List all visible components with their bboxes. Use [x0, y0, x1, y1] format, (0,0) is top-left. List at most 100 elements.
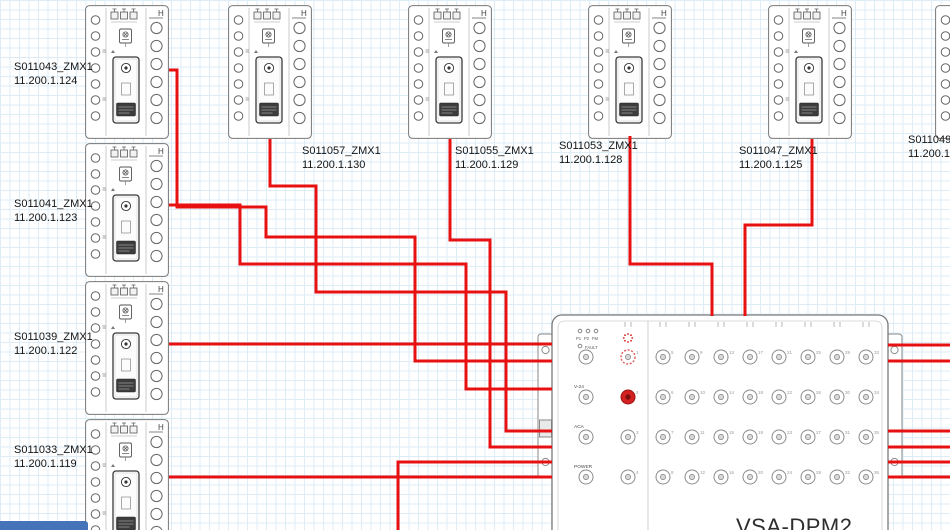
port-11: 11: [684, 429, 705, 445]
mounting-bracket-right: [886, 333, 903, 479]
svg-text:15: 15: [729, 430, 735, 435]
svg-text:32: 32: [845, 470, 851, 475]
port-36: 36: [858, 469, 880, 485]
port-30: 30: [829, 389, 851, 405]
port-21: 21: [771, 349, 793, 365]
led-p2: [585, 328, 591, 334]
svg-text:28: 28: [816, 470, 822, 475]
port-31: 31: [829, 429, 851, 445]
svg-text:19: 19: [758, 430, 764, 435]
device-label-s011043: S011043_ZMX1 11.200.1.124: [14, 61, 93, 88]
device-shape-s011041[interactable]: [85, 143, 169, 277]
cable-bottom-left[interactable]: [396, 460, 552, 530]
port-14: 14: [713, 389, 735, 405]
port-6: 6: [655, 389, 674, 405]
svg-text:35: 35: [874, 430, 880, 435]
port-34: 34: [858, 389, 880, 405]
svg-text:26: 26: [816, 390, 822, 395]
svg-text:29: 29: [845, 350, 851, 355]
port-24: 24: [771, 469, 793, 485]
port-number-ticks: [624, 322, 870, 327]
svg-text:27: 27: [816, 430, 822, 435]
svg-text:12: 12: [700, 470, 706, 475]
device-name: S011033_ZMX1: [14, 444, 93, 456]
device-ip: 11.200.1.130: [302, 158, 366, 171]
device-shape-s011039[interactable]: [85, 281, 169, 415]
device-name: S011049: [908, 134, 950, 146]
device-label-s011057: S011057_ZMX1 11.200.1.130: [302, 145, 381, 172]
svg-text:14: 14: [729, 390, 735, 395]
port-10: 10: [684, 389, 706, 405]
led-label-p2: P2: [584, 336, 590, 341]
port-32: 32: [829, 469, 851, 485]
device-shape-s011043[interactable]: [85, 5, 169, 139]
cable-s011043[interactable]: [169, 68, 552, 363]
mounting-bracket-left: [537, 333, 554, 479]
svg-text:8: 8: [671, 470, 674, 475]
svg-text:36: 36: [874, 470, 880, 475]
port-5: 5: [655, 349, 674, 365]
fault-indicator-icon: [622, 333, 634, 343]
device-shape-s011057[interactable]: [228, 5, 312, 139]
left-panel-connectors: V-24 ACA POWER: [574, 349, 594, 485]
device-shape-s011055[interactable]: [408, 5, 492, 139]
svg-text:23: 23: [787, 430, 793, 435]
port-4: 4: [620, 469, 639, 485]
port-9: 9: [684, 349, 703, 365]
port-grid: 5678910111213141516171819202122232425262…: [620, 349, 880, 485]
svg-text:5: 5: [671, 350, 674, 355]
central-device-shape[interactable]: P1 P2 FM FAULT V-24 ACA: [537, 314, 903, 530]
port-2: 2: [620, 389, 639, 405]
cable-s011055[interactable]: [448, 139, 552, 449]
status-led-cluster: P1 P2 FM FAULT: [576, 328, 599, 350]
svg-text:22: 22: [787, 390, 793, 395]
port-26: 26: [800, 389, 822, 405]
svg-text:31: 31: [845, 430, 851, 435]
device-ip: 11.200.1.128: [559, 153, 623, 166]
led-fm: [593, 328, 599, 334]
port-20: 20: [742, 469, 764, 485]
device-name: S011047_ZMX1: [739, 145, 818, 157]
central-device-body: [551, 314, 889, 530]
port-1: 1: [620, 349, 639, 365]
led-label-fm: FM: [592, 336, 599, 341]
device-label-s011039: S011039_ZMX1 11.200.1.122: [14, 331, 93, 358]
svg-text:2: 2: [636, 390, 639, 395]
port-17: 17: [742, 349, 764, 365]
port-16: 16: [713, 469, 735, 485]
svg-text:33: 33: [874, 350, 880, 355]
port-13: 13: [713, 349, 735, 365]
page-edge-artifact: [0, 521, 88, 530]
port-25: 25: [800, 349, 822, 365]
svg-text:25: 25: [816, 350, 822, 355]
central-device-inner-border: [557, 320, 883, 530]
svg-text:3: 3: [636, 430, 639, 435]
svg-text:17: 17: [758, 350, 764, 355]
device-ip: 11.200.1.119: [14, 457, 77, 470]
led-label-fault: FAULT: [585, 345, 598, 350]
device-name: S011053_ZMX1: [559, 140, 638, 152]
device-shape-s011033[interactable]: [85, 419, 169, 530]
svg-text:6: 6: [671, 390, 674, 395]
device-ip: 11.200.1.129: [455, 158, 519, 171]
svg-text:18: 18: [758, 390, 764, 395]
cable-s011057[interactable]: [268, 139, 552, 433]
port-7: 7: [655, 429, 674, 445]
cable-layer: [169, 68, 950, 530]
port-23: 23: [771, 429, 793, 445]
svg-text:11: 11: [700, 430, 705, 435]
device-shape-s011047[interactable]: [768, 5, 852, 139]
central-device-label: VSA-DPM2: [736, 514, 853, 530]
device-shape-s011049[interactable]: [935, 5, 950, 139]
cable-s011041[interactable]: [169, 203, 552, 391]
svg-text:20: 20: [758, 470, 764, 475]
device-shape-s011053[interactable]: [588, 5, 672, 139]
svg-text:24: 24: [787, 470, 793, 475]
cable-s011053[interactable]: [628, 136, 714, 316]
device-label-s011047: S011047_ZMX1 11.200.1.125: [739, 145, 818, 172]
svg-text:30: 30: [845, 390, 851, 395]
svg-text:7: 7: [671, 430, 674, 435]
port-35: 35: [858, 429, 880, 445]
cable-s011047[interactable]: [743, 139, 814, 316]
device-label-s011049: S011049 11.200.1.: [908, 134, 950, 161]
